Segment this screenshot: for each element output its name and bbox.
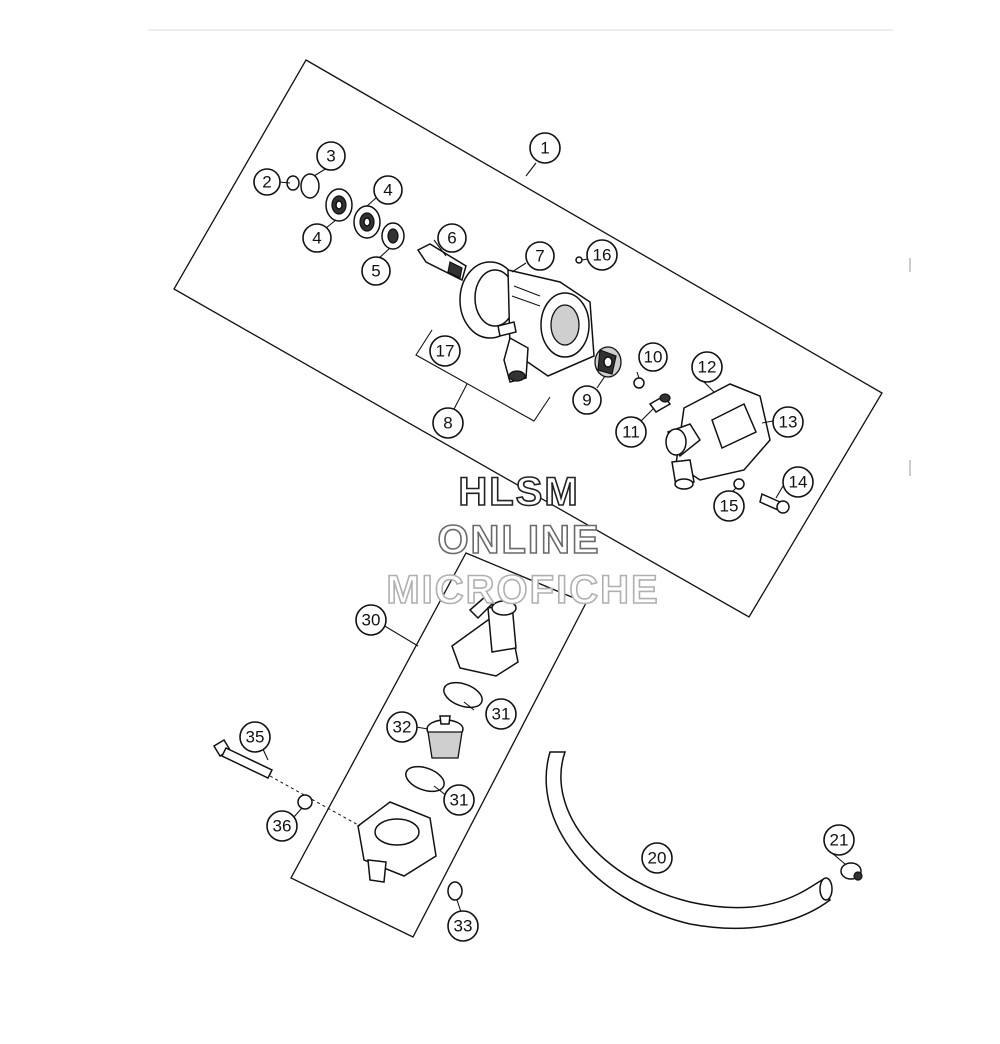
callout-15: 15 bbox=[713, 490, 745, 522]
water-pump-group-frame bbox=[173, 59, 883, 618]
svg-text:6: 6 bbox=[447, 229, 456, 248]
pump-housing-part bbox=[459, 261, 595, 383]
callout-10: 10 bbox=[638, 342, 668, 372]
washer-part bbox=[633, 377, 645, 389]
svg-text:5: 5 bbox=[371, 262, 380, 281]
svg-text:10: 10 bbox=[644, 348, 663, 367]
o-ring-part bbox=[405, 765, 445, 793]
svg-text:15: 15 bbox=[720, 497, 739, 516]
callout-36: 36 bbox=[266, 810, 298, 842]
hose-clamp-part bbox=[840, 862, 863, 881]
callout-7: 7 bbox=[525, 241, 555, 271]
svg-text:4: 4 bbox=[312, 229, 321, 248]
bracket-8 bbox=[415, 329, 551, 422]
o-ring-part bbox=[447, 881, 463, 901]
svg-text:1: 1 bbox=[540, 139, 549, 158]
svg-text:32: 32 bbox=[393, 718, 412, 737]
bolt-part bbox=[648, 393, 672, 413]
coolant-hose-part bbox=[545, 751, 833, 930]
thermostat-housing-part bbox=[357, 801, 437, 883]
callout-11: 11 bbox=[615, 416, 647, 448]
thermostat-group-frame bbox=[290, 552, 587, 938]
callout-31-lower: 31 bbox=[443, 784, 475, 816]
thermostat-part bbox=[426, 715, 464, 759]
watermark-line-3: MICROFICHE bbox=[386, 568, 659, 612]
svg-text:9: 9 bbox=[582, 391, 591, 410]
callout-13: 13 bbox=[772, 406, 804, 438]
callout-9: 9 bbox=[572, 385, 602, 415]
svg-text:17: 17 bbox=[436, 342, 455, 361]
svg-text:14: 14 bbox=[789, 473, 808, 492]
shaft-seal-part bbox=[381, 222, 405, 250]
callout-30: 30 bbox=[355, 604, 387, 636]
svg-text:2: 2 bbox=[262, 173, 271, 192]
watermark-line-2: ONLINE bbox=[437, 518, 600, 562]
svg-text:8: 8 bbox=[443, 414, 452, 433]
callout-5: 5 bbox=[361, 256, 391, 286]
svg-text:7: 7 bbox=[535, 247, 544, 266]
o-ring-part bbox=[733, 478, 745, 490]
svg-text:35: 35 bbox=[246, 728, 265, 747]
pump-cover-part bbox=[665, 383, 771, 490]
callout-32: 32 bbox=[386, 711, 418, 743]
callout-17: 17 bbox=[429, 335, 461, 367]
svg-text:3: 3 bbox=[326, 147, 335, 166]
small-plug-part bbox=[575, 256, 583, 264]
thermostat-cover-part bbox=[451, 594, 519, 677]
svg-text:12: 12 bbox=[698, 358, 717, 377]
svg-text:21: 21 bbox=[830, 831, 849, 850]
bolt-part bbox=[212, 738, 274, 779]
callout-4-lower: 4 bbox=[302, 223, 332, 253]
o-ring-part bbox=[443, 681, 483, 709]
svg-text:30: 30 bbox=[362, 611, 381, 630]
callout-2: 2 bbox=[253, 168, 281, 196]
callout-3: 3 bbox=[316, 141, 346, 171]
svg-text:33: 33 bbox=[454, 917, 473, 936]
washer-part bbox=[297, 794, 313, 810]
callout-14: 14 bbox=[782, 466, 814, 498]
callout-6: 6 bbox=[437, 223, 467, 253]
svg-text:20: 20 bbox=[648, 849, 667, 868]
callout-1: 1 bbox=[529, 132, 561, 164]
bearing-part bbox=[325, 188, 353, 222]
callout-31-upper: 31 bbox=[485, 698, 517, 730]
svg-text:31: 31 bbox=[450, 791, 469, 810]
callout-35: 35 bbox=[239, 721, 271, 753]
callout-20: 20 bbox=[641, 842, 673, 874]
callout-16: 16 bbox=[586, 239, 618, 271]
bolt-part bbox=[759, 492, 790, 514]
svg-text:31: 31 bbox=[492, 705, 511, 724]
callout-21: 21 bbox=[823, 824, 855, 856]
watermark-line-1: HLSM bbox=[458, 470, 579, 514]
impeller-part bbox=[594, 346, 622, 378]
callout-12: 12 bbox=[691, 351, 723, 383]
svg-text:16: 16 bbox=[593, 246, 612, 265]
pump-shaft-part bbox=[416, 243, 467, 282]
callout-4: 4 bbox=[373, 175, 403, 205]
svg-text:11: 11 bbox=[622, 423, 640, 442]
svg-text:13: 13 bbox=[779, 413, 798, 432]
svg-text:4: 4 bbox=[383, 181, 392, 200]
circlip-part bbox=[286, 173, 320, 199]
svg-text:36: 36 bbox=[273, 817, 292, 836]
bearing-part bbox=[353, 205, 381, 239]
callout-8: 8 bbox=[432, 407, 464, 439]
callout-33: 33 bbox=[447, 910, 479, 942]
